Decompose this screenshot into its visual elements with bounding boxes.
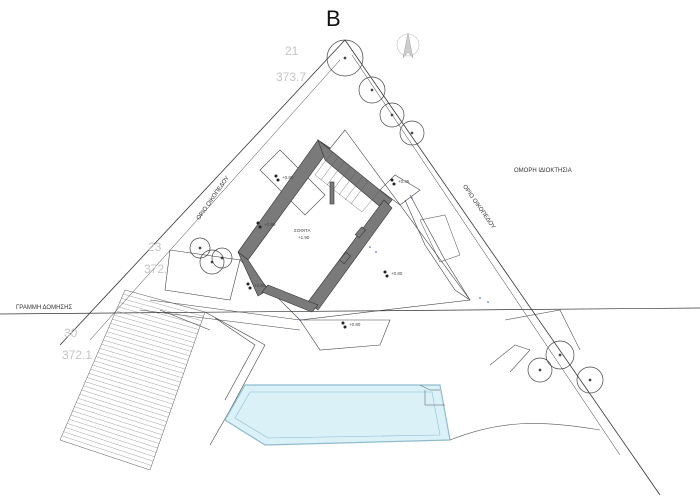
deck-plank <box>79 393 167 422</box>
tree-trunk <box>588 378 592 382</box>
level-label-3: +0.80 <box>264 222 276 227</box>
swimming-pool <box>224 384 451 446</box>
deck-plank <box>63 431 154 462</box>
deck-plank <box>110 323 193 348</box>
tree-canopy <box>358 76 386 104</box>
deck-plank <box>97 352 183 379</box>
tree-canopy <box>399 120 425 146</box>
contour-elevation-2: 372. <box>144 262 168 276</box>
deck-plank <box>119 302 201 326</box>
trees <box>189 39 604 394</box>
tree-trunk <box>538 368 542 372</box>
deck-plank <box>67 423 157 453</box>
building-walls <box>237 139 393 313</box>
deck-plank <box>106 331 190 357</box>
deck-plank <box>101 343 186 370</box>
tree-canopy <box>326 39 364 77</box>
garden-curve <box>449 423 601 441</box>
tree-trunk <box>558 353 562 357</box>
tree-trunk <box>198 246 202 250</box>
contour-number-2: 23 <box>148 240 162 254</box>
tree-canopy <box>545 340 575 370</box>
tree-canopy <box>189 237 211 259</box>
deck-hatch <box>61 293 204 466</box>
deck-plank <box>87 377 173 405</box>
tree-trunk <box>220 256 224 260</box>
level-label-5: +0.80 <box>254 283 266 288</box>
plot-boundary <box>59 39 661 496</box>
deck-side-walls <box>159 309 266 446</box>
deck-plank <box>65 427 155 457</box>
deck-plank <box>61 435 152 466</box>
deck-plank <box>72 410 161 440</box>
deck-plank <box>123 293 204 317</box>
deck-plank <box>96 356 181 383</box>
deck-plank <box>70 414 160 444</box>
deck-plank <box>76 402 164 431</box>
dimension-markers <box>299 197 489 321</box>
deck-plank <box>103 339 187 365</box>
tree-canopy <box>199 249 225 275</box>
north-letter: B <box>326 6 341 31</box>
private-property-label: ΟΜΟΡΗ ΙΔΙΟΚΤΗΣΙΑ <box>514 168 572 174</box>
level-label-1: +0.80 <box>282 175 294 180</box>
deck-plank <box>94 360 180 387</box>
deck-plank <box>108 327 192 352</box>
deck-plank <box>105 335 189 361</box>
north-arrow-icon <box>396 32 420 59</box>
room-name: ΣΟΦΙΤΑ <box>294 228 311 233</box>
level-label-6: +0.80 <box>349 322 361 327</box>
deck-plank <box>99 348 184 374</box>
building-line <box>0 307 700 315</box>
stair-treads <box>314 151 381 213</box>
tree-canopy <box>576 366 604 394</box>
deck-plank <box>78 398 166 427</box>
contour-number-3: 30 <box>64 326 78 340</box>
building-line-label: ΓΡΑΜΜΗ ΔΟΜΗΣΗΣ <box>16 305 73 311</box>
deck-plank <box>115 310 198 335</box>
tree-trunk <box>410 131 414 135</box>
level-label-4: +0.80 <box>391 271 403 276</box>
deck-plank <box>112 318 195 343</box>
contour-elevation-3: 372.1 <box>62 348 93 362</box>
deck-plank <box>121 298 202 321</box>
contour-number-1: 21 <box>285 44 299 58</box>
level-label-2: +0.45 <box>398 179 410 184</box>
deck-plank <box>114 314 196 339</box>
deck-plank <box>68 419 158 449</box>
deck-plank <box>74 406 163 436</box>
tree-canopy <box>527 357 553 383</box>
east-steps <box>489 344 531 373</box>
deck-plank <box>90 368 177 396</box>
deck-plank <box>117 306 199 330</box>
tree-trunk <box>390 113 394 117</box>
deck-plank <box>81 389 169 418</box>
deck-plank <box>83 385 170 414</box>
tree-trunk <box>370 88 374 92</box>
tree-trunk <box>343 56 347 60</box>
deck-plank <box>85 381 172 409</box>
tree-canopy <box>379 102 405 128</box>
tree-canopy <box>211 247 233 269</box>
contour-elevation-1: 373.7 <box>276 70 307 84</box>
room-level: +1.90 <box>298 235 310 240</box>
level-markers <box>246 174 396 329</box>
deck-stairs <box>59 289 206 471</box>
east-wall <box>504 309 581 351</box>
deck-plank <box>88 373 175 400</box>
deck-plank <box>92 364 178 392</box>
